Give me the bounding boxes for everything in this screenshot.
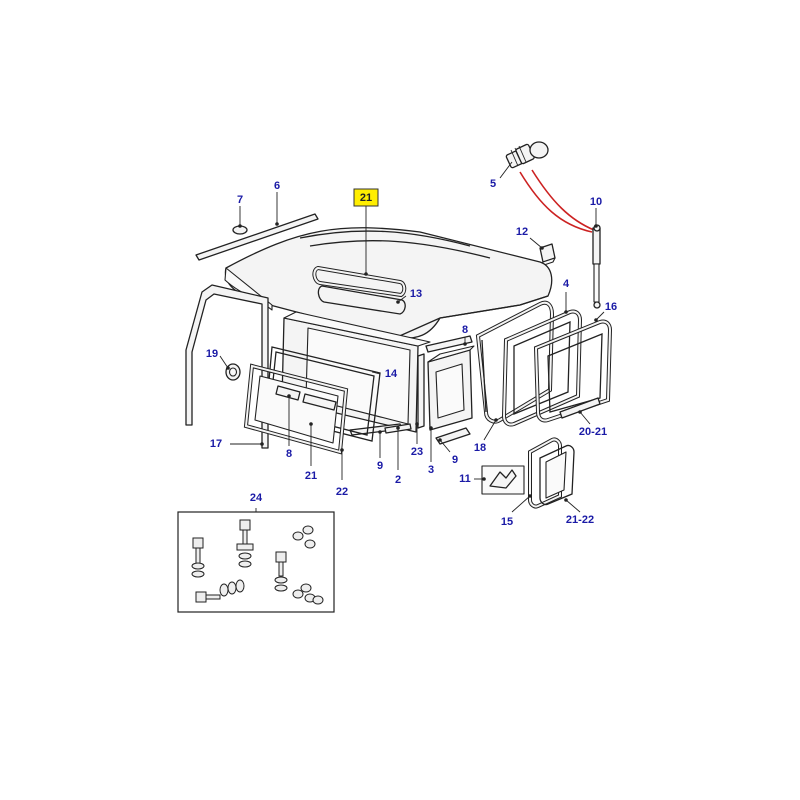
callout-22: 22 xyxy=(336,486,348,498)
wiring-cable xyxy=(519,169,595,233)
callout-21-22: 21-22 xyxy=(566,514,594,526)
kit-bolt-horizontal xyxy=(195,579,245,603)
callout-6: 6 xyxy=(274,180,280,192)
callout-8: 8 xyxy=(286,448,292,460)
callout-2: 2 xyxy=(395,474,401,486)
callout-13: 13 xyxy=(410,288,422,300)
part-16-sliding-window xyxy=(533,319,613,423)
part-8-top-strip xyxy=(425,335,473,353)
leader-9b xyxy=(439,439,451,453)
leader-5 xyxy=(499,161,513,179)
callout-3: 3 xyxy=(428,464,434,476)
part-4-side-window-frame xyxy=(501,309,583,427)
callout-21: 21 xyxy=(305,470,317,482)
kit-bolt xyxy=(191,537,205,578)
part-23-pillar-seal xyxy=(417,353,425,429)
part-21-22-small-window-seal xyxy=(539,444,575,506)
part-21-roof-window-seal xyxy=(312,265,407,298)
callout-7: 7 xyxy=(237,194,243,206)
part-6-roof-strip xyxy=(195,213,319,261)
callout-9: 9 xyxy=(377,460,383,472)
callout-12: 12 xyxy=(516,226,528,238)
leader-12 xyxy=(529,237,543,249)
callout-11: 11 xyxy=(459,473,471,485)
callout-18: 18 xyxy=(474,442,486,454)
callout-23: 23 xyxy=(411,446,423,458)
part-21-rear-window-seal xyxy=(243,363,349,455)
part-24-fixing-kit xyxy=(177,511,335,613)
callout-20-21: 20-21 xyxy=(579,426,607,438)
part-13-roof-window-frame xyxy=(317,285,406,315)
part-20-21-channel xyxy=(559,397,601,419)
leader-18 xyxy=(483,419,497,441)
part-10-gas-strut xyxy=(592,224,601,309)
callout-5: 5 xyxy=(490,178,496,190)
callout-19: 19 xyxy=(206,348,218,360)
part-8-rear-glass xyxy=(254,375,339,444)
callout-4: 4 xyxy=(563,278,570,290)
part-9-lower-strip xyxy=(435,427,471,445)
part-15-small-window xyxy=(528,437,562,509)
leader-21-22 xyxy=(565,499,581,513)
leader-19 xyxy=(219,355,229,369)
kit-bolt xyxy=(236,519,254,568)
leader-20-21 xyxy=(579,411,591,425)
callout-16: 16 xyxy=(605,301,617,313)
part-5-lamp-unit xyxy=(505,141,549,169)
anchor-dots xyxy=(226,222,598,502)
part-17-side-rail xyxy=(185,284,269,449)
part-3-corner-panel xyxy=(427,345,475,431)
kit-nut xyxy=(292,525,316,549)
callout-8-top: 8 xyxy=(462,324,468,336)
callout-10: 10 xyxy=(590,196,602,208)
callout-24: 24 xyxy=(250,492,263,504)
callout-15: 15 xyxy=(501,516,513,528)
highlight-box-21 xyxy=(353,188,379,207)
leader-lines xyxy=(219,161,605,513)
part-11-clip xyxy=(481,465,525,495)
callout-9b: 9 xyxy=(452,454,458,466)
kit-bolt xyxy=(274,551,288,592)
callout-labels: 5 6 7 21 10 12 13 4 16 8 19 14 17 8 21 2… xyxy=(206,178,617,528)
leader-14 xyxy=(371,371,381,375)
callout-17: 17 xyxy=(210,438,222,450)
part-19-grommet xyxy=(225,363,241,381)
part-18-side-window-seal xyxy=(475,300,555,424)
leader-15 xyxy=(511,495,531,513)
callout-21-highlighted: 21 xyxy=(360,192,372,204)
callout-14: 14 xyxy=(385,368,398,380)
kit-nut xyxy=(292,583,324,605)
leader-16 xyxy=(595,311,605,321)
